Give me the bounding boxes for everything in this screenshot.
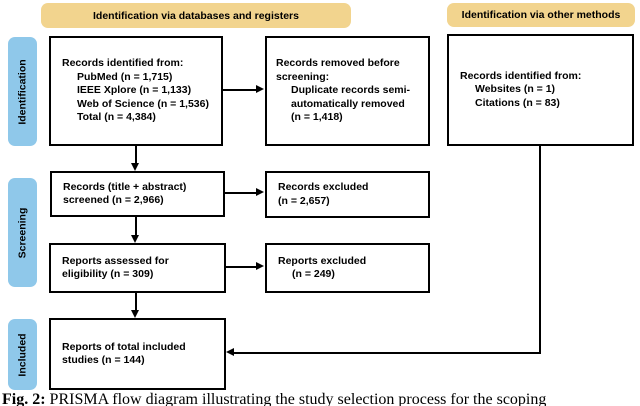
arrow-assessed-to-included-line [135,293,137,311]
box-text-line: Reports of total included [62,340,186,353]
box-records-removed-before-screening: Records removed before screening: Duplic… [265,36,430,146]
arrow-other-methods-vertical-line [539,146,541,354]
stage-label-identification: Identification [8,37,37,146]
arrow-assessed-to-included-head [131,310,139,318]
box-records-screened: Records (title + abstract) screened (n =… [50,171,225,217]
stage-label-included-text: Included [16,332,29,377]
box-text-line: screened (n = 2,966) [63,194,164,206]
arrow-identified-to-removed-head [256,85,264,93]
arrow-screened-to-excluded-line [225,192,257,194]
stage-label-screening: Screening [8,178,37,287]
box-reports-assessed-eligibility: Reports assessed for eligibility (n = 30… [49,243,226,293]
arrow-identified-to-removed-line [223,89,257,91]
box-text-line: Records identified from: [62,57,184,70]
arrow-other-methods-head [226,348,234,356]
header-identification-via-databases: Identification via databases and registe… [41,3,351,28]
box-text-line: Records removed before [276,57,400,70]
figure-caption: Fig. 2: PRISMA flow diagram illustrating… [2,390,638,406]
box-text-line: (n = 2,657) [278,194,330,207]
box-text-line: IEEE Xplore (n = 1,133) [77,84,192,97]
box-text-line: Citations (n = 83) [475,96,560,109]
arrow-identified-to-screened-line [135,146,137,164]
box-text-line: automatically removed [291,97,405,110]
box-text-line: Total (n = 4,384) [77,111,156,124]
box-text-line: Records excluded [278,181,369,193]
box-text-line: Records (title + abstract) [63,180,187,193]
stage-label-identification-text: Identification [16,58,29,125]
arrow-screened-to-excluded-head [256,188,264,196]
arrow-assessed-to-excluded-head [256,262,264,270]
stage-label-included: Included [8,319,37,390]
box-text-line: studies (n = 144) [62,354,145,366]
header-identification-via-other-methods: Identification via other methods [447,3,635,27]
arrow-identified-to-screened-head [131,163,139,171]
arrow-screened-to-assessed-line [135,217,137,236]
box-text-line: Websites (n = 1) [475,83,556,96]
box-text-line: (n = 249) [292,268,335,280]
box-text-line: PubMed (n = 1,715) [77,70,173,83]
box-reports-total-included: Reports of total included studies (n = 1… [49,318,226,390]
box-text-line: Reports excluded [278,254,367,267]
figure-caption-label: Fig. 2: [2,391,46,406]
box-text-line: (n = 1,418) [291,111,343,124]
box-reports-excluded: Reports excluded (n = 249) [265,243,430,293]
box-text-line: Records identified from: [460,69,582,82]
box-text-line: eligibility (n = 309) [62,268,154,280]
arrow-assessed-to-excluded-line [226,266,257,268]
box-records-identified-other-methods: Records identified from: Websites (n = 1… [447,34,634,146]
box-text-line: Web of Science (n = 1,536) [77,97,209,110]
arrow-screened-to-assessed-head [131,235,139,243]
box-text-line: screening: [276,70,330,83]
box-records-excluded: Records excluded (n = 2,657) [265,171,430,218]
arrow-other-methods-horizontal-line [234,352,541,354]
stage-label-screening-text: Screening [16,207,29,258]
box-text-line: Reports assessed for [62,254,169,267]
figure-caption-text: PRISMA flow diagram illustrating the stu… [45,391,547,406]
box-records-identified-databases: Records identified from: PubMed (n = 1,7… [49,36,223,146]
box-text-line: Duplicate records semi- [291,84,411,97]
